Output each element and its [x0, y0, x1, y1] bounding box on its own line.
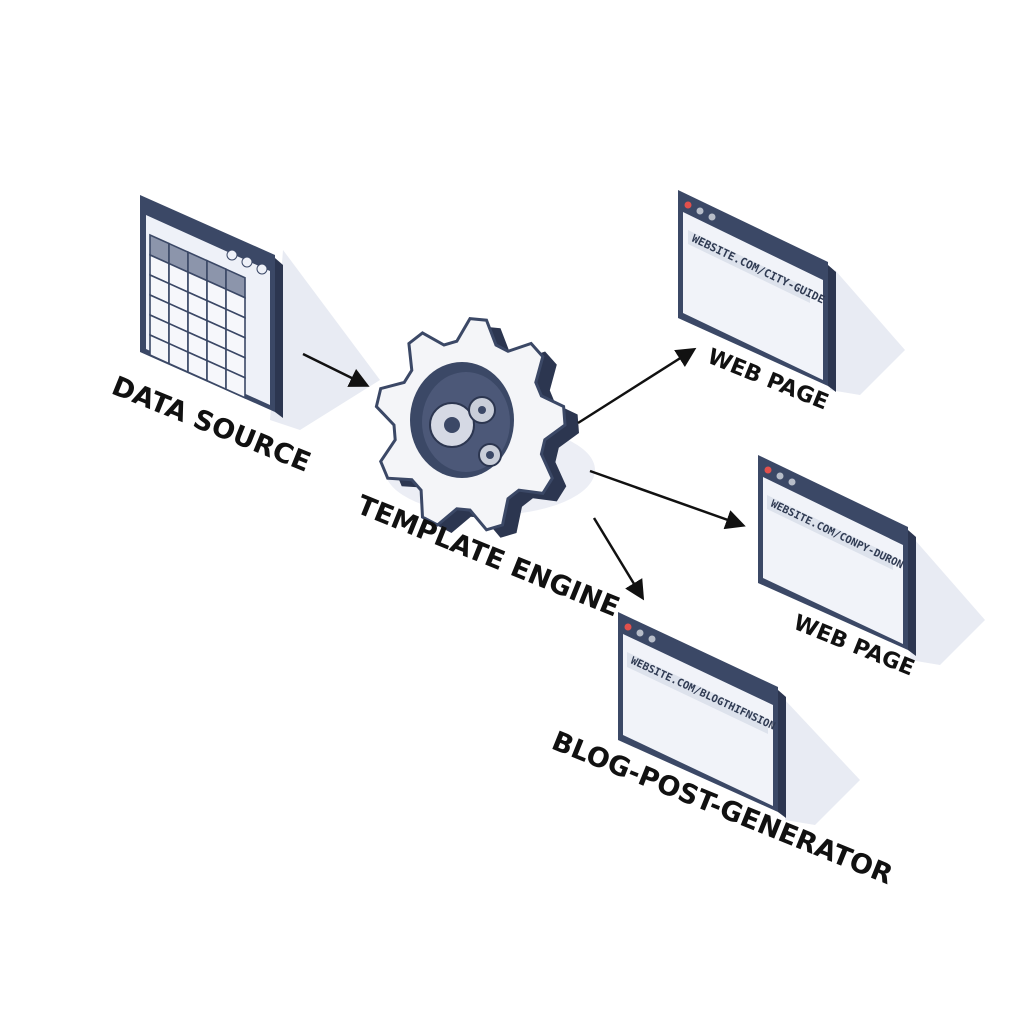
table-cell	[225, 367, 246, 399]
edge-data-source-to-engine	[302, 352, 370, 387]
url-bar	[688, 230, 810, 303]
table-grid-icon	[149, 233, 246, 399]
window-controls	[226, 249, 268, 275]
web-page-1-node: WEBSITE.COM/CITY-GUIDE	[678, 190, 905, 395]
web-page-2-node: WEBSITE.COM/CONPY-DURON	[758, 455, 985, 665]
data-source-shadow	[270, 250, 380, 430]
url-bar	[627, 652, 768, 734]
blog-post-node: WEBSITE.COM/BLOGTHIFNSION	[618, 612, 860, 825]
template-engine-node	[374, 317, 595, 538]
edge-engine-to-web-page-1	[577, 347, 697, 425]
url-bar	[767, 495, 893, 570]
edge-engine-to-web-page-2	[589, 469, 746, 530]
edge-engine-to-blog-post	[592, 517, 645, 601]
connectors	[302, 347, 746, 601]
inner-gears-icon	[429, 396, 502, 467]
